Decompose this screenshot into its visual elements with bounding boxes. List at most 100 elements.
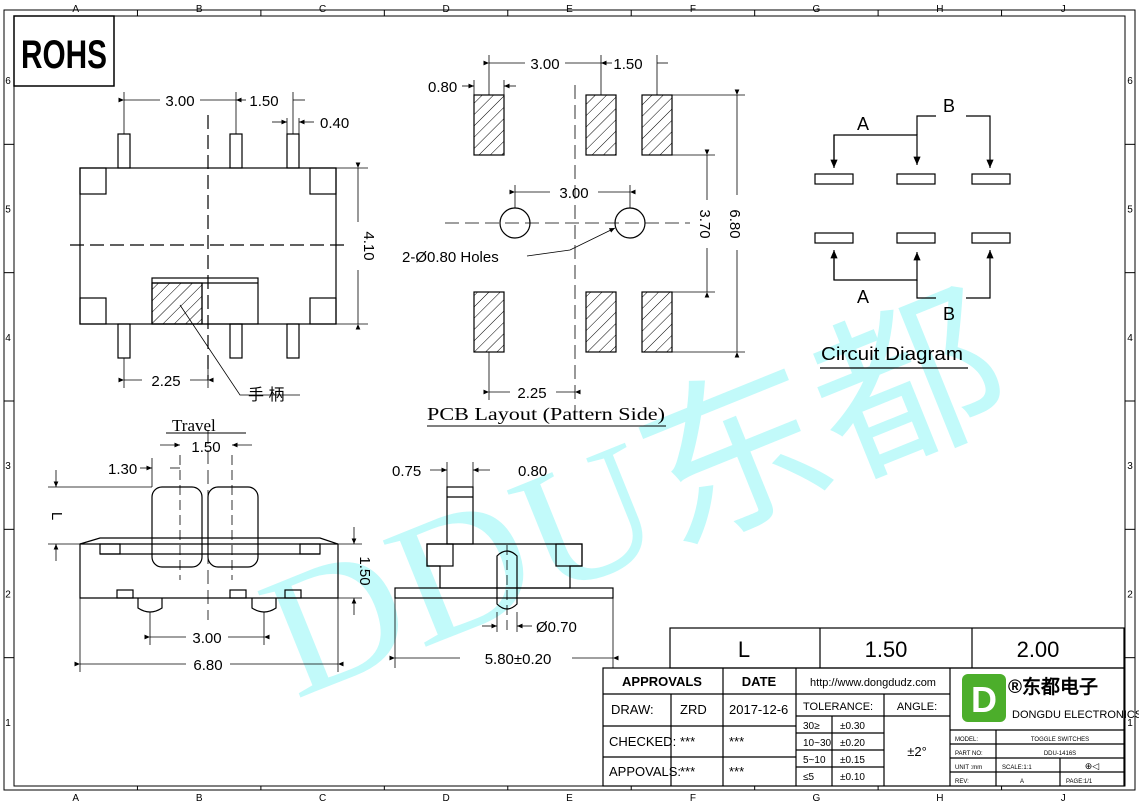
checked-label: CHECKED: (609, 734, 676, 749)
column-label-H-top: H (936, 4, 943, 15)
pcb-dim-300-mid: 3.00 (559, 185, 588, 202)
side-view (389, 462, 619, 668)
tol-3-range: ≤5 (803, 772, 814, 783)
column-label-C-bottom: C (319, 793, 326, 804)
front-dim-300-label: 3.00 (192, 630, 221, 647)
unit-label: UNIT :mm (955, 765, 982, 771)
pcb-labels: 3.00 1.50 0.80 3.00 3.70 6.80 2.25 2-Ø0.… (402, 56, 743, 425)
part-label: PART NO: (955, 751, 983, 757)
watermark: DDU东都 (237, 263, 1033, 735)
dim-225-label: 2.25 (151, 373, 180, 390)
front-view (48, 430, 362, 672)
rohs-label: ROHS (21, 33, 107, 77)
pcb-dim-680: 6.80 (726, 209, 743, 238)
circuit-diagram (814, 115, 1011, 369)
dim-410-label: 4.10 (360, 231, 377, 260)
title-block-labels: APPROVALS DATE DRAW: ZRD 2017-12-6 CHECK… (609, 674, 1139, 785)
pcb-dim-300-top: 3.00 (530, 56, 559, 73)
row-label-5-right: 5 (1127, 205, 1133, 216)
rohs-box: ROHS (13, 15, 115, 87)
dim-075-label: 0.75 (392, 463, 421, 480)
pcb-layout (427, 55, 745, 427)
column-label-G-top: G (812, 4, 820, 15)
angle-value: ±2° (907, 744, 927, 759)
column-label-C-top: C (319, 4, 326, 15)
front-dim-680-label: 6.80 (193, 657, 222, 674)
top-view (70, 92, 368, 396)
side-view-labels: 0.75 0.80 Ø0.70 5.80±0.20 (392, 463, 577, 668)
draw-label: DRAW: (611, 702, 654, 717)
rev-label: REV: (955, 779, 969, 785)
row-label-5-left: 5 (5, 205, 11, 216)
pcb-holes-label: 2-Ø0.80 Holes (402, 249, 499, 266)
travel-label: Travel (172, 416, 216, 435)
l-table-labels: L 1.50 2.00 (738, 637, 1060, 662)
tol-2-range: 5~10 (803, 755, 826, 766)
circuit-title: Circuit Diagram (821, 344, 963, 364)
tol-1-range: 10~30 (803, 738, 832, 749)
pcb-dim-080: 0.80 (428, 79, 457, 96)
row-label-4-left: 4 (5, 333, 11, 344)
company-logo: D (962, 674, 1006, 722)
tolerance-label: TOLERANCE: (803, 701, 873, 713)
draw-name: ZRD (680, 702, 707, 717)
dim-130-label: 1.30 (108, 461, 137, 478)
appovals-name: *** (680, 764, 695, 779)
l-table-val2: 2.00 (1017, 637, 1060, 662)
projection-symbol: ⊕◁ (1085, 761, 1100, 771)
company-cn: ®东都电子 (1008, 675, 1098, 698)
column-label-B-top: B (196, 4, 203, 15)
l-table-val1: 1.50 (865, 637, 908, 662)
column-label-D-bottom: D (442, 793, 449, 804)
appovals-label: APPOVALS: (609, 764, 681, 779)
travel-dim-label: 1.50 (191, 439, 220, 456)
column-label-B-bottom: B (196, 793, 203, 804)
row-label-2-right: 2 (1127, 590, 1133, 601)
dim-150-label: 1.50 (249, 93, 278, 110)
column-label-J-bottom: J (1061, 793, 1066, 804)
pcb-title: PCB Layout (Pattern Side) (427, 404, 665, 425)
dim-L-label: L (48, 512, 65, 520)
column-label-A-top: A (72, 4, 79, 15)
circuit-label-a-bot: A (857, 287, 869, 307)
date-header: DATE (742, 674, 777, 689)
svg-text:D: D (971, 679, 997, 720)
column-label-A-bottom: A (72, 793, 79, 804)
pcb-dim-150-top: 1.50 (613, 56, 642, 73)
row-label-1-left: 1 (5, 718, 11, 729)
row-label-6-left: 6 (5, 76, 11, 87)
row-label-4-right: 4 (1127, 333, 1133, 344)
tol-0-val: ±0.30 (840, 721, 865, 732)
approvals-header: APPROVALS (622, 674, 702, 689)
l-table-label: L (738, 637, 750, 662)
appovals-date: *** (729, 764, 744, 779)
page-label: PAGE:1/1 (1066, 779, 1093, 785)
column-label-J-top: J (1061, 4, 1066, 15)
dim-080-label: 0.80 (518, 463, 547, 480)
company-url: http://www.dongdudz.com (810, 677, 936, 689)
row-label-6-right: 6 (1127, 76, 1133, 87)
scale-label: SCALE:1:1 (1002, 765, 1032, 771)
column-label-F-top: F (690, 4, 696, 15)
column-label-F-bottom: F (690, 793, 696, 804)
model-label: MODEL: (955, 737, 978, 743)
pcb-dim-225: 2.25 (517, 385, 546, 402)
company-en: DONGDU ELECTRONICS (1012, 709, 1139, 721)
checked-name: *** (680, 734, 695, 749)
row-label-1-right: 1 (1127, 718, 1133, 729)
column-label-E-top: E (566, 4, 573, 15)
column-label-G-bottom: G (812, 793, 820, 804)
dim-070-label: Ø0.70 (536, 619, 577, 636)
top-view-labels: 3.00 1.50 0.40 4.10 2.25 手 柄 (151, 93, 377, 404)
model-value: TOGGLE SWITCHES (1031, 737, 1089, 743)
tol-1-val: ±0.20 (840, 738, 865, 749)
angle-label: ANGLE: (897, 701, 937, 713)
dim-580-label: 5.80±0.20 (485, 651, 552, 668)
circuit-labels: A B A B Circuit Diagram (821, 96, 963, 364)
row-label-2-left: 2 (5, 590, 11, 601)
tol-3-val: ±0.10 (840, 772, 865, 783)
pcb-dim-370: 3.70 (696, 209, 713, 238)
row-label-3-left: 3 (5, 461, 11, 472)
